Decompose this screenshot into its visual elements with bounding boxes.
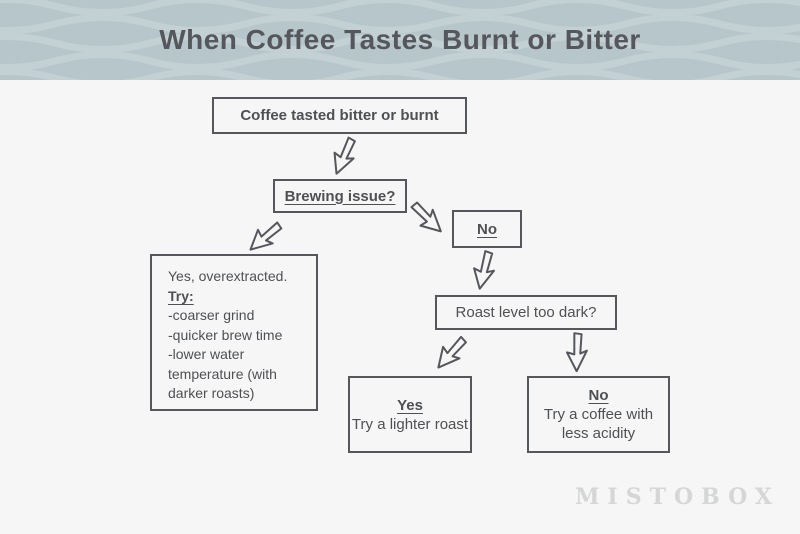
page-title: When Coffee Tastes Burnt or Bitter <box>159 24 641 55</box>
flow-box-roast-label: Roast level too dark? <box>455 304 597 321</box>
overextracted-item: -lower water temperature (with darker ro… <box>168 346 277 401</box>
flow-box-no-branch: No <box>452 210 522 248</box>
lighter-roast-text: Try a lighter roast <box>351 415 469 433</box>
flow-box-start-label: Coffee tasted bitter or burnt <box>240 107 439 124</box>
arrow-no-to-roast-icon <box>473 250 495 290</box>
flow-box-start: Coffee tasted bitter or burnt <box>212 97 467 134</box>
flow-box-lighter-roast: Yes Try a lighter roast <box>348 376 472 453</box>
less-acidity-text: Try a coffee with less acidity <box>543 406 654 442</box>
less-acidity-label: No <box>588 387 609 404</box>
header-banner: When Coffee Tastes Burnt or Bitter <box>0 0 800 80</box>
flow-box-no-branch-label: No <box>477 220 497 238</box>
flow-box-brewing-question: Brewing issue? <box>273 179 407 213</box>
lighter-roast-label: Yes <box>397 396 423 414</box>
flow-box-roast-question: Roast level too dark? <box>435 295 617 330</box>
overextracted-item: -coarser grind <box>168 307 255 323</box>
arrow-roast-to-yes-icon <box>437 335 467 369</box>
flow-box-overextracted: Yes, overextracted. Try: -coarser grind … <box>150 254 318 411</box>
overextracted-intro: Yes, overextracted. <box>168 268 288 284</box>
flow-box-brewing-label: Brewing issue? <box>284 187 396 205</box>
flow-box-less-acidity: No Try a coffee with less acidity <box>527 376 670 453</box>
wave-pattern-icon <box>0 0 800 80</box>
brand-logo: MISTOBOX <box>575 484 780 510</box>
arrow-brewing-to-no-icon <box>410 201 442 233</box>
arrow-brewing-to-overextracted-icon <box>249 221 283 251</box>
arrow-roast-to-no-icon <box>565 332 588 373</box>
overextracted-try-label: Try: <box>168 287 194 304</box>
overextracted-item: -quicker brew time <box>168 326 283 343</box>
arrow-start-to-brewing-icon <box>333 136 356 175</box>
